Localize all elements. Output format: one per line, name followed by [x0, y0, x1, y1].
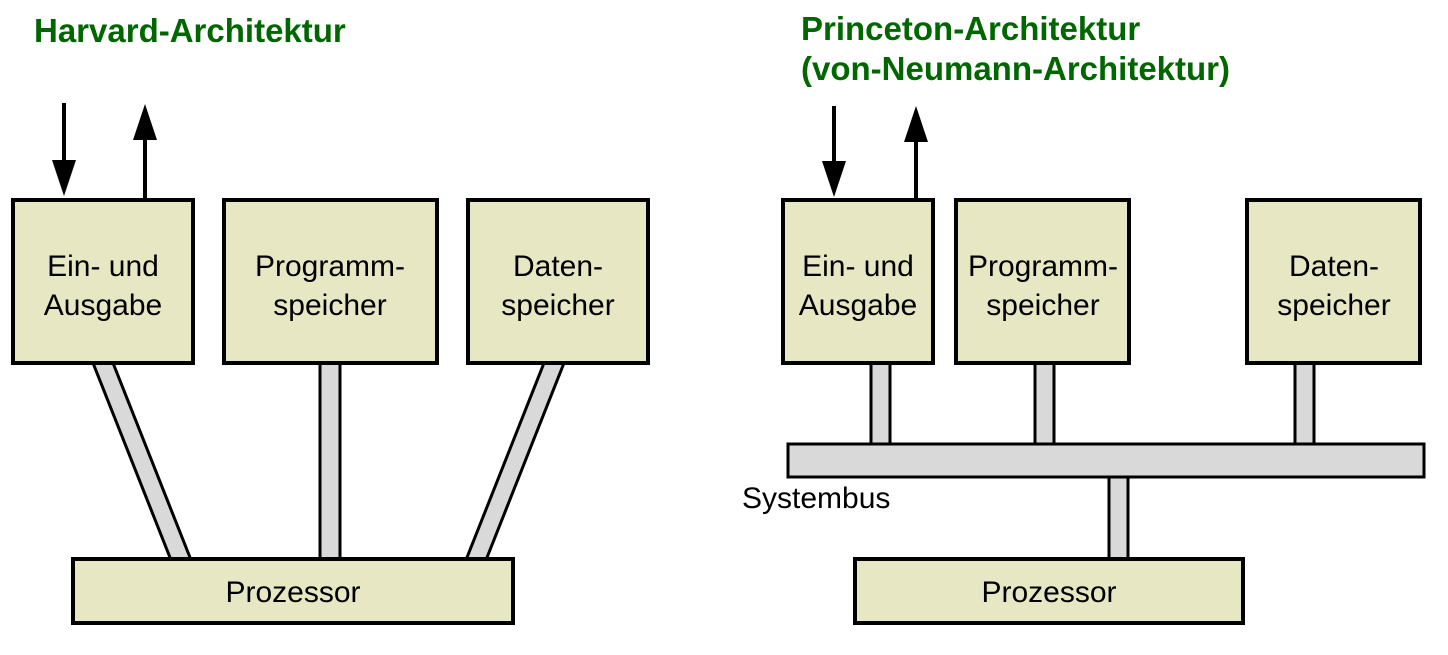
harvard-connector-io	[90, 361, 194, 562]
princeton-unit-datamem[interactable]: Daten- speicher	[1245, 198, 1422, 365]
princeton-unit-datamem-label-line-1: Daten-	[1289, 250, 1379, 283]
harvard-unit-progmem-label-line-2: speicher	[273, 289, 386, 322]
princeton-unit-datamem-label-line-2: speicher	[1277, 289, 1390, 322]
harvard-connector-progmem	[318, 361, 342, 562]
princeton-system-bus-label: Systembus	[742, 482, 890, 515]
princeton-unit-io-label-line-1: Ein- und	[802, 250, 914, 283]
princeton-unit-io-label-line-2: Ausgabe	[799, 289, 917, 322]
princeton-title-line-1: Princeton-Architektur	[801, 10, 1140, 47]
princeton-unit-io[interactable]: Ein- und Ausgabe	[781, 198, 935, 365]
princeton-connector-processor	[1107, 474, 1130, 562]
harvard-processor[interactable]: Prozessor	[71, 557, 515, 625]
harvard-unit-progmem-label-line-1: Programm-	[255, 250, 405, 283]
princeton-diagram: Princeton-Architektur (von-Neumann-Archi…	[742, 10, 1426, 625]
princeton-output-arrow	[904, 106, 928, 200]
princeton-system-bus	[786, 442, 1426, 479]
harvard-unit-datamem-label-line-1: Daten-	[513, 250, 603, 283]
princeton-connector-datamem	[1293, 361, 1316, 448]
princeton-unit-progmem-label-line-2: speicher	[986, 289, 1099, 322]
harvard-unit-io[interactable]: Ein- und Ausgabe	[11, 198, 195, 365]
harvard-unit-datamem[interactable]: Daten- speicher	[466, 198, 650, 365]
princeton-connector-io	[869, 361, 892, 448]
harvard-title-line-1: Harvard-Architektur	[34, 12, 346, 49]
princeton-title-line-2: (von-Neumann-Architektur)	[801, 50, 1230, 87]
harvard-output-arrow	[133, 104, 157, 200]
harvard-unit-progmem[interactable]: Programm- speicher	[222, 198, 439, 365]
harvard-processor-label: Prozessor	[225, 576, 360, 609]
harvard-diagram: Harvard-Architektur	[11, 12, 650, 625]
harvard-unit-io-label-line-2: Ausgabe	[44, 289, 162, 322]
princeton-unit-progmem[interactable]: Programm- speicher	[954, 198, 1131, 365]
princeton-processor-label: Prozessor	[981, 576, 1116, 609]
harvard-unit-io-label-line-1: Ein- und	[47, 250, 159, 283]
princeton-connector-progmem	[1033, 361, 1056, 448]
harvard-connector-datamem	[463, 361, 567, 562]
princeton-input-arrow	[822, 106, 846, 197]
harvard-unit-datamem-label-line-2: speicher	[501, 289, 614, 322]
harvard-input-arrow	[52, 103, 76, 196]
princeton-unit-progmem-label-line-1: Programm-	[968, 250, 1118, 283]
princeton-processor[interactable]: Prozessor	[853, 557, 1245, 625]
